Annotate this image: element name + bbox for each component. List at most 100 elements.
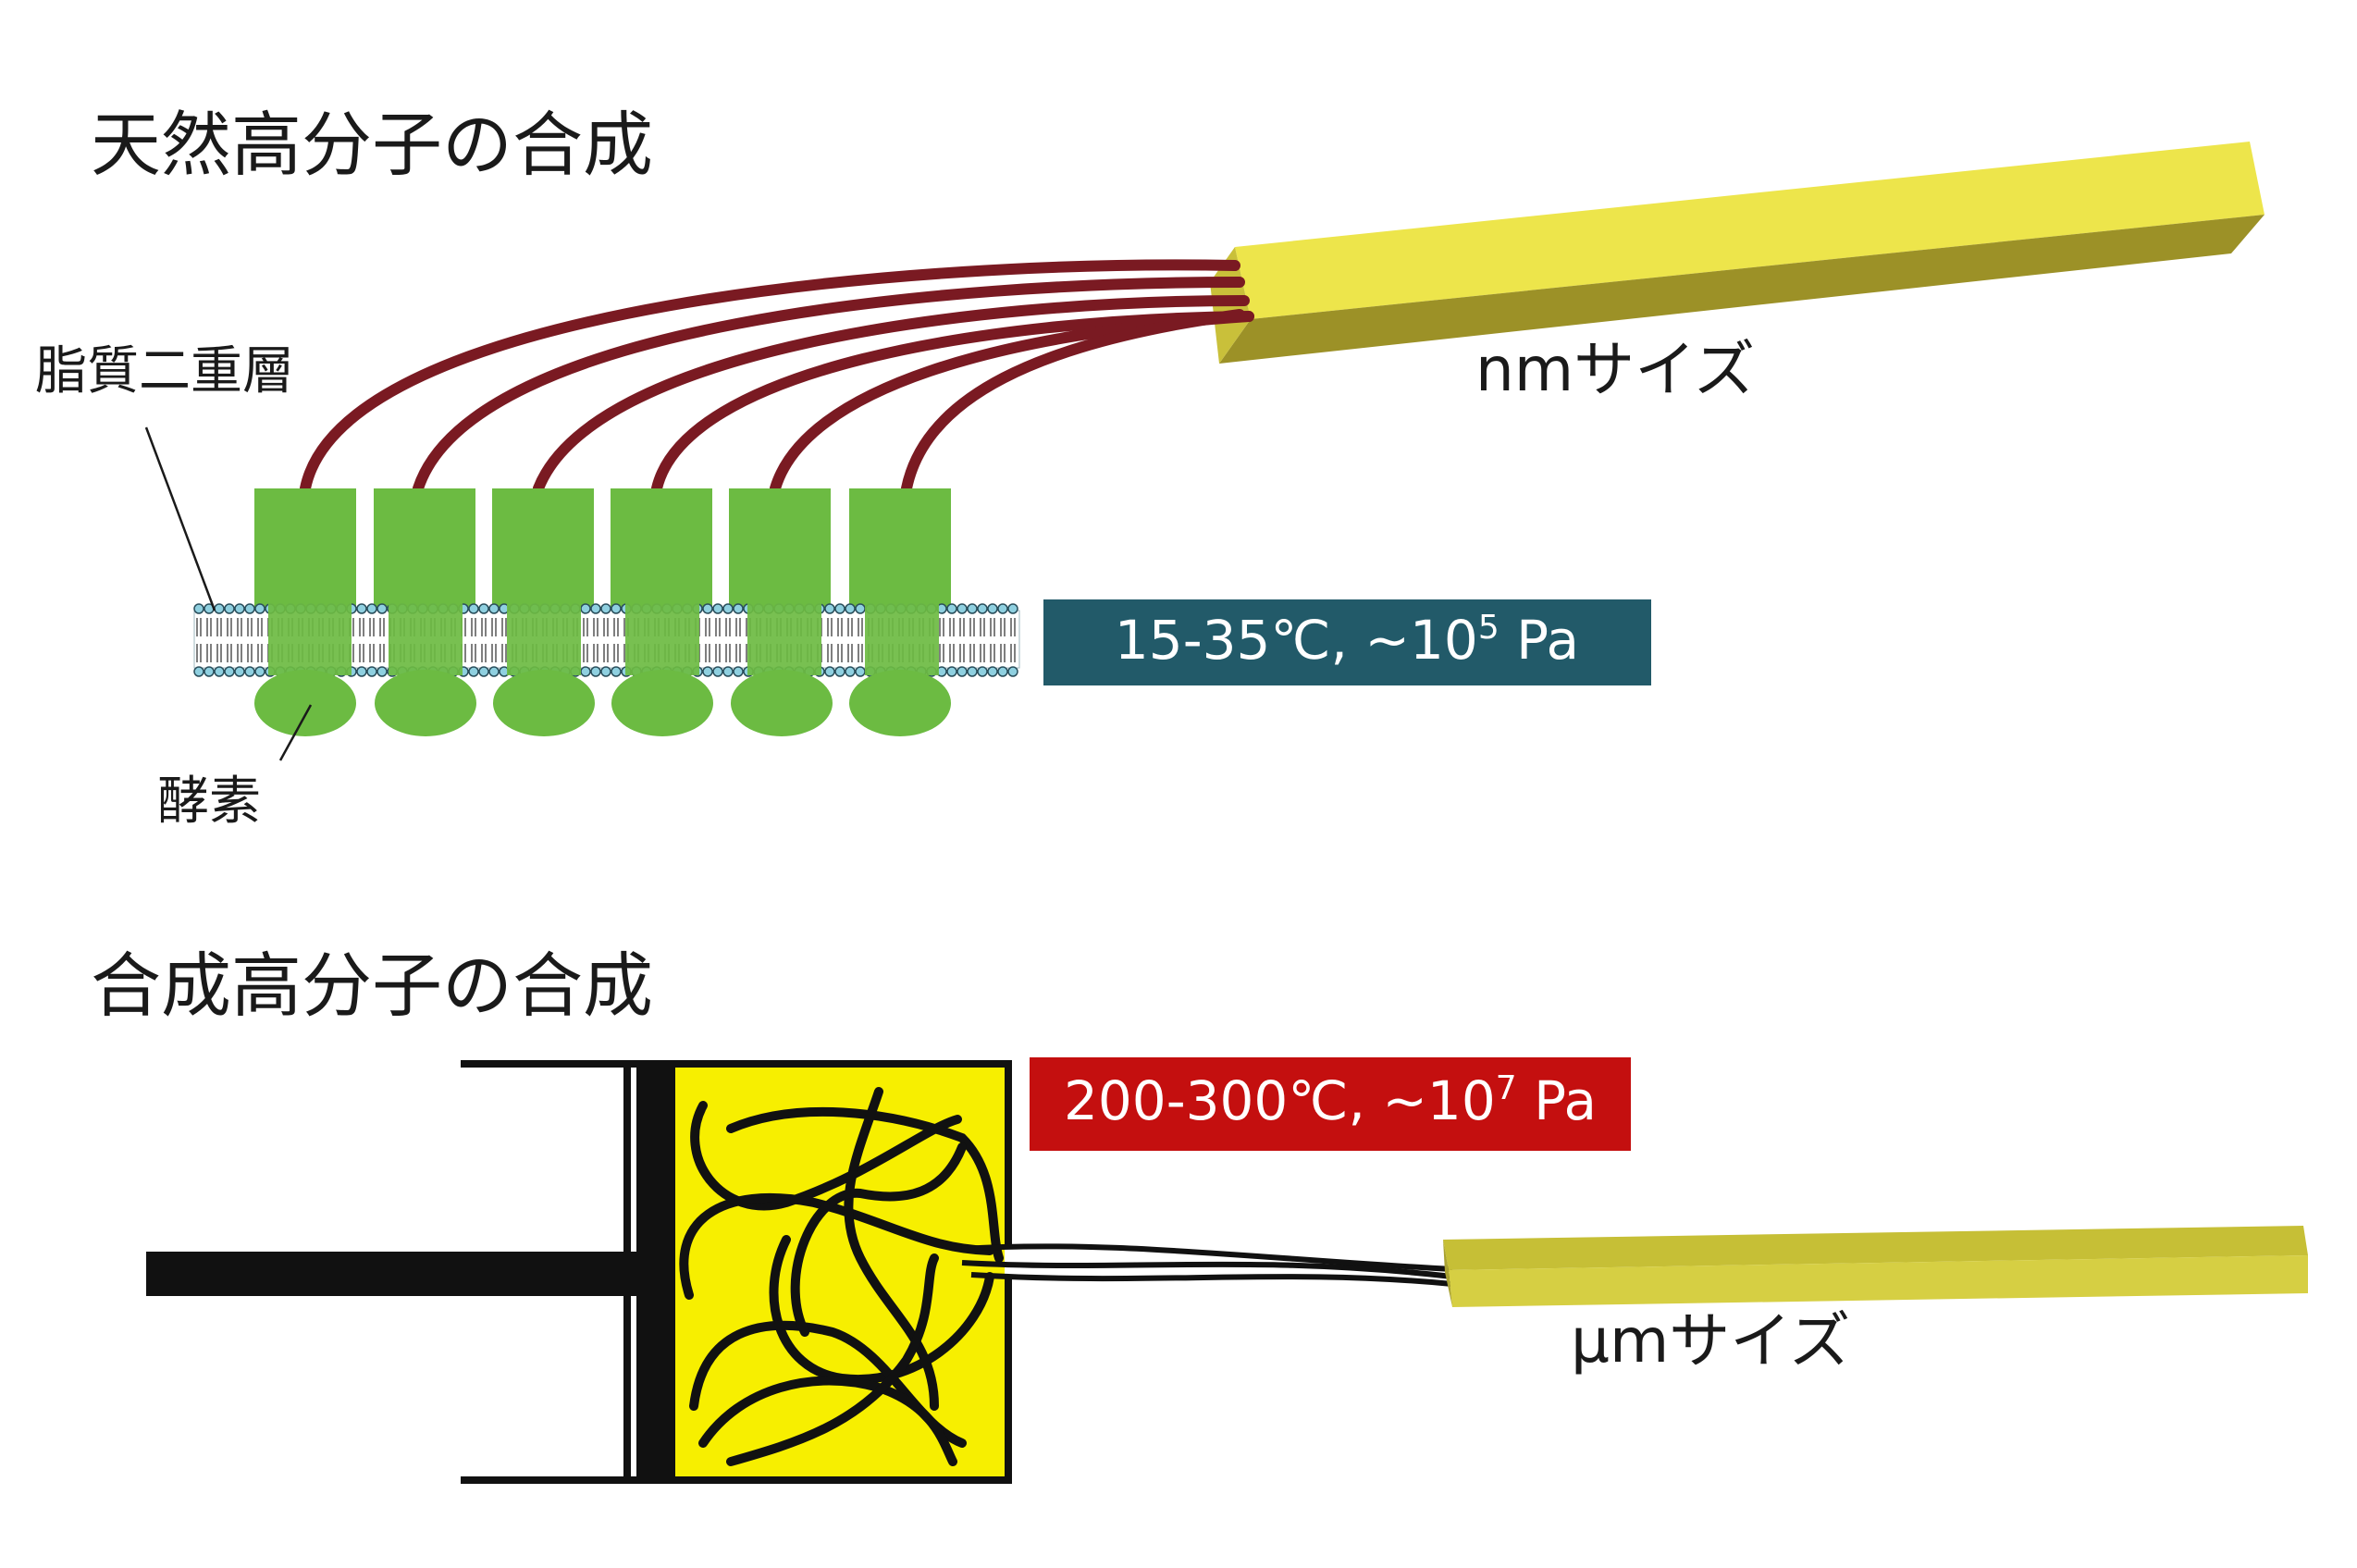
enzyme-foot-4 [611, 670, 713, 736]
synthetic-condition-text: 200-300℃, ~107 Pa [1064, 1069, 1597, 1132]
nm-rod-bottom [1219, 215, 2264, 364]
lipid-head [997, 666, 1008, 677]
lipid-head [611, 666, 622, 677]
lipid-head [224, 603, 235, 614]
enzyme-label: 酵素 [157, 772, 261, 832]
exit-chain-3 [970, 1272, 1453, 1287]
lipid-head [590, 603, 601, 614]
chain-5 [770, 311, 1254, 494]
piston-head [636, 1064, 675, 1480]
chain-6 [901, 309, 1245, 494]
lipid-head [956, 666, 968, 677]
lipid-head [712, 603, 723, 614]
natural-condition-bg [1043, 599, 1651, 685]
lipid-head [356, 603, 367, 614]
lipid-head [580, 666, 591, 677]
lipid-head [997, 603, 1008, 614]
synthetic-title: 合成高分子の合成 [91, 945, 653, 1027]
lipid-head [590, 666, 601, 677]
exit-chain-2 [961, 1260, 1453, 1279]
lipid-head [580, 603, 591, 614]
enzyme-lower-domains [254, 670, 951, 736]
lipid-head [834, 666, 845, 677]
lipid-head [244, 666, 255, 677]
lipid-head [702, 666, 713, 677]
lipid-head [234, 666, 245, 677]
lipid-head [1007, 603, 1018, 614]
natural-condition-box: 15-35℃, ~105 Pa [1043, 599, 1651, 685]
um-rod-end [1443, 1240, 1452, 1307]
lipid-head [468, 666, 479, 677]
chain-2 [413, 277, 1245, 494]
lipid-head [733, 666, 744, 677]
lipid-head [254, 603, 265, 614]
um-size-label: μmサイズ [1571, 1305, 1850, 1377]
chain-3 [533, 295, 1250, 494]
lipid-head [600, 666, 611, 677]
piston-rod [146, 1252, 636, 1296]
lipid-head [722, 603, 734, 614]
um-rod-front [1449, 1255, 2308, 1307]
extruded-chains [961, 1243, 1453, 1287]
lipid-head [366, 603, 377, 614]
enzyme-foot-6 [849, 670, 951, 736]
um-rod-top [1443, 1226, 2308, 1270]
tangle-2 [726, 1106, 1004, 1263]
piston [146, 1064, 675, 1480]
lipid-head [234, 603, 245, 614]
enzyme-stem-4 [625, 601, 699, 675]
lipid-head [855, 603, 866, 614]
lipid-head [193, 603, 204, 614]
lipid-head [712, 666, 723, 677]
synthetic-condition-box: 200-300℃, ~107 Pa [1030, 1057, 1631, 1151]
natural-condition-text: 15-35℃, ~105 Pa [1115, 609, 1579, 672]
enzyme-stem-2 [389, 601, 463, 675]
enzyme-foot-1 [254, 670, 356, 736]
tangle-8 [790, 1142, 967, 1337]
lipid-head [244, 603, 255, 614]
enzyme-foot-3 [493, 670, 595, 736]
lipid-head [376, 666, 388, 677]
lipid-head [468, 603, 479, 614]
enzyme-stem-1 [268, 601, 352, 675]
nm-size-label: nmサイズ [1475, 334, 1755, 405]
lipid-head [845, 603, 856, 614]
membrane-label: 脂質二重層 [35, 341, 294, 401]
lipid-head [193, 666, 204, 677]
enzyme-stem-6 [865, 601, 939, 675]
lipid-head [611, 603, 622, 614]
nm-rod-top [1235, 142, 2264, 319]
lipid-head [987, 666, 998, 677]
lipid-head [722, 666, 734, 677]
enzyme-foot-2 [375, 670, 476, 736]
lipid-head [478, 603, 489, 614]
lipid-head [600, 603, 611, 614]
lipid-head [967, 603, 978, 614]
lipid-head [224, 666, 235, 677]
lipid-head [946, 666, 957, 677]
tangled-polymer-chains [679, 1087, 1004, 1466]
enzyme-anchors [268, 601, 939, 675]
lipid-head [834, 603, 845, 614]
membrane-leader-line [144, 426, 216, 611]
chain-1 [300, 259, 1240, 494]
lipid-head [214, 666, 225, 677]
lipid-head [214, 603, 225, 614]
lipid-head [987, 603, 998, 614]
lipid-head [946, 603, 957, 614]
lipid-head [376, 603, 388, 614]
lipid-head [956, 603, 968, 614]
enzyme-leader-line [278, 704, 313, 761]
lipid-head [366, 666, 377, 677]
polymer-chains [300, 259, 1254, 494]
enzyme-foot-5 [731, 670, 833, 736]
enzyme-stem-3 [507, 601, 581, 675]
lipid-head [977, 603, 988, 614]
lipid-head [356, 666, 367, 677]
lipid-head [1007, 666, 1018, 677]
tangle-3 [679, 1192, 994, 1300]
tangle-7 [844, 1087, 939, 1411]
lipid-head [254, 666, 265, 677]
lipid-head [702, 603, 713, 614]
lipid-head [967, 666, 978, 677]
